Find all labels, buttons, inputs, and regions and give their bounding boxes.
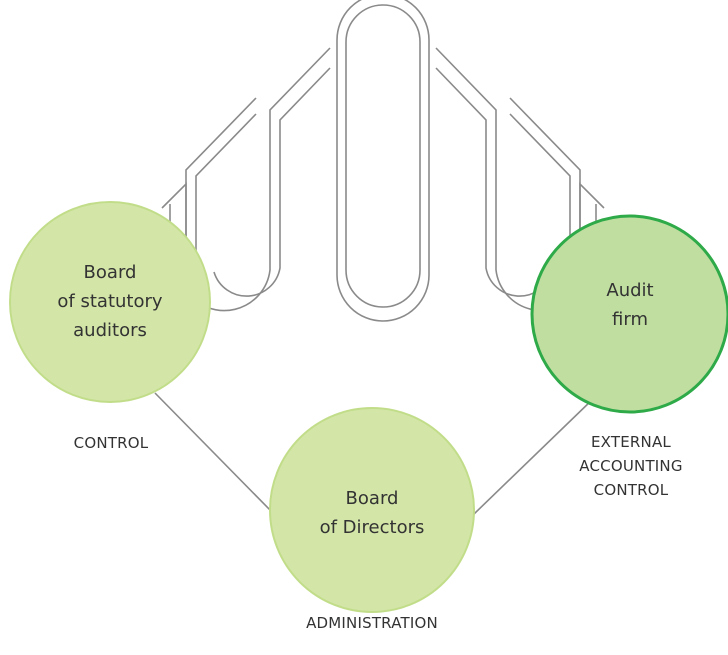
- node-audit-firm: [530, 214, 728, 414]
- label-line: firm: [612, 309, 648, 330]
- label-audit-firm: Audit firm: [560, 276, 700, 334]
- caption-administration: ADMINISTRATION: [306, 614, 438, 632]
- caption-external-accounting-control: EXTERNAL ACCOUNTING CONTROL: [566, 430, 696, 502]
- label-line: of Directors: [319, 517, 425, 538]
- connector-right: [473, 397, 595, 515]
- label-line: Audit: [606, 280, 654, 301]
- emblem-icon: [161, 0, 605, 322]
- caption-line: EXTERNAL: [591, 433, 671, 451]
- label-line: of statutory: [57, 291, 163, 312]
- label-board-of-directors: Board of Directors: [292, 484, 452, 542]
- caption-line: CONTROL: [593, 481, 669, 499]
- label-line: auditors: [73, 320, 147, 341]
- caption-line: ACCOUNTING: [579, 457, 683, 475]
- label-line: Board: [83, 262, 137, 283]
- label-line: Board: [345, 488, 399, 509]
- node-statutory-auditors: [9, 201, 211, 403]
- caption-control: CONTROL: [73, 434, 149, 452]
- connector-left: [154, 392, 273, 513]
- label-statutory-auditors: Board of statutory auditors: [30, 258, 190, 345]
- node-board-of-directors: [269, 407, 475, 613]
